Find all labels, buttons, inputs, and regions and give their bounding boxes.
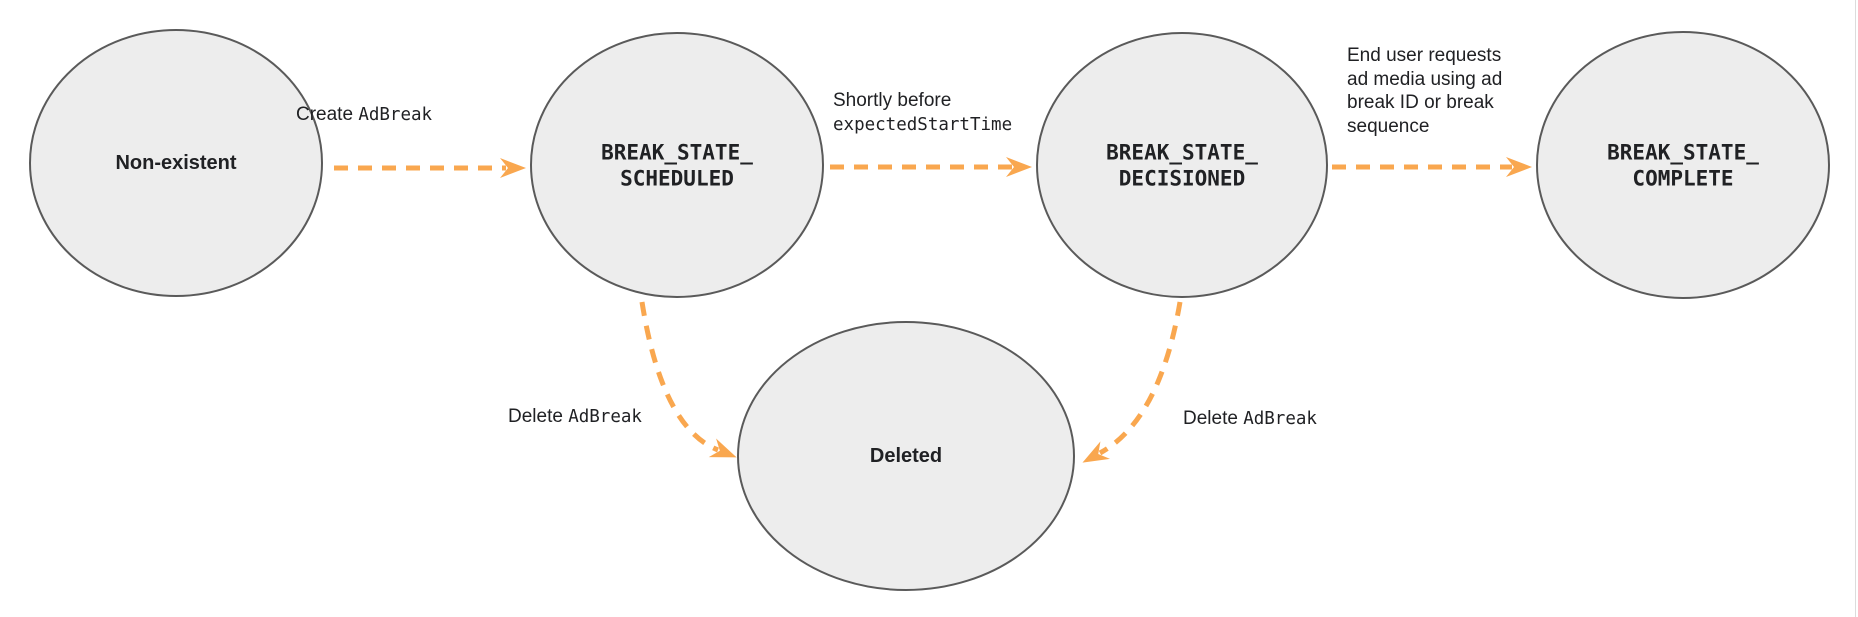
edge-label-delete-adbreak-left: Delete AdBreak xyxy=(508,405,642,429)
transition-arrow-delete-adbreak-left xyxy=(639,301,737,458)
node-label-text: Non-existent xyxy=(115,151,237,174)
edge-label-plain-text: Shortly before xyxy=(833,90,952,111)
edge-label-plain-text: Delete xyxy=(1183,408,1244,429)
edge-label-line: End user requests xyxy=(1347,45,1502,66)
transition-arrow-delete-adbreak-right xyxy=(1082,301,1183,463)
node-label-text: BREAK_STATE_ xyxy=(1607,140,1759,165)
node-label-deleted: Deleted xyxy=(870,444,942,468)
node-label-text: SCHEDULED xyxy=(620,166,734,190)
edge-label-code-text: AdBreak xyxy=(358,105,433,125)
node-label-text: BREAK_STATE_ xyxy=(601,140,753,165)
node-label-text: Deleted xyxy=(869,444,943,467)
edge-label-plain-text: Delete xyxy=(508,406,569,427)
edge-label-shortly-before: Shortly before expectedStartTime xyxy=(833,89,1012,137)
edge-label-line: break ID or break xyxy=(1347,92,1494,113)
node-label-text: COMPLETE xyxy=(1632,166,1734,190)
node-label-text: DECISIONED xyxy=(1118,166,1246,190)
edge-label-create-adbreak: Create AdBreak xyxy=(296,103,432,127)
state-node-break-state-scheduled xyxy=(530,32,824,298)
node-label-break-state-scheduled: BREAK_STATE_ SCHEDULED xyxy=(601,140,753,191)
edge-label-end-user-requests: End user requests ad media using ad brea… xyxy=(1347,44,1502,138)
edge-label-line: ad media using ad xyxy=(1347,68,1503,90)
page-edge-divider xyxy=(1855,0,1856,617)
edge-label-line: sequence xyxy=(1347,115,1430,137)
edge-label-plain-text: Create xyxy=(296,104,359,125)
edge-label-code-text: expectedStartTime xyxy=(833,115,1013,135)
state-node-non-existent xyxy=(29,29,323,297)
node-label-text: BREAK_STATE_ xyxy=(1106,140,1258,165)
edge-label-code-text: AdBreak xyxy=(568,407,642,427)
edge-label-code-text: AdBreak xyxy=(1243,409,1317,429)
edge-label-delete-adbreak-right: Delete AdBreak xyxy=(1183,407,1317,431)
state-node-deleted xyxy=(737,321,1075,591)
node-label-break-state-complete: BREAK_STATE_ COMPLETE xyxy=(1607,140,1759,191)
state-node-break-state-complete xyxy=(1536,31,1830,299)
node-label-break-state-decisioned: BREAK_STATE_ DECISIONED xyxy=(1106,140,1258,191)
state-node-break-state-decisioned xyxy=(1036,32,1328,298)
node-label-non-existent: Non-existent xyxy=(115,151,236,175)
